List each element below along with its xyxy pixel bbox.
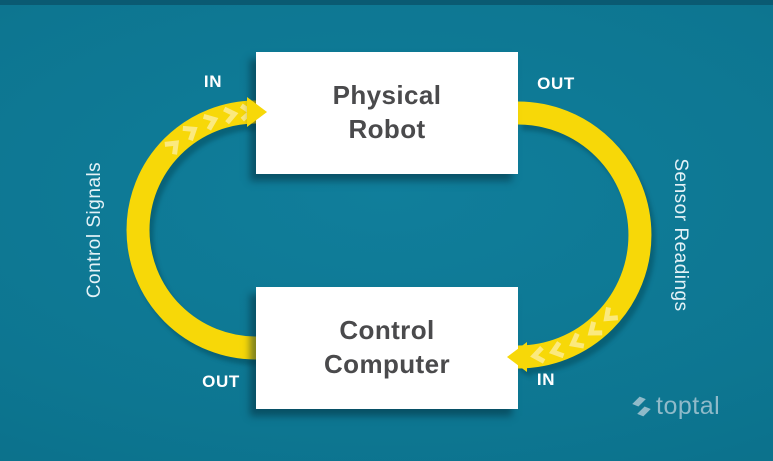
robot-out-port-label: OUT bbox=[537, 74, 575, 93]
physical-robot-label-line1: Physical bbox=[332, 80, 442, 111]
control-signals-arrow bbox=[126, 100, 257, 360]
computer-out-port-label: OUT bbox=[202, 372, 240, 391]
toptal-logo-text: toptal bbox=[656, 392, 721, 420]
physical-robot-label-line2: Robot bbox=[348, 114, 426, 144]
control-computer-node: Control Computer bbox=[256, 287, 518, 409]
sensor-readings-chevrons-icon bbox=[530, 306, 619, 364]
sensor-readings-arrow bbox=[517, 101, 652, 369]
physical-robot-node: Physical Robot bbox=[256, 52, 518, 174]
toptal-logo: toptal bbox=[631, 394, 720, 419]
sensor-readings-label: Sensor Readings bbox=[670, 158, 691, 312]
computer-in-port-label: IN bbox=[536, 370, 556, 389]
control-signals-chevrons-icon bbox=[164, 103, 255, 155]
robot-in-port-label: IN bbox=[203, 72, 223, 91]
top-border bbox=[0, 0, 773, 5]
control-computer-label-line1: Control bbox=[339, 315, 435, 346]
control-signals-label: Control Signals bbox=[84, 161, 105, 299]
control-computer-label-line2: Computer bbox=[324, 349, 450, 379]
toptal-arrows-icon bbox=[632, 396, 651, 417]
